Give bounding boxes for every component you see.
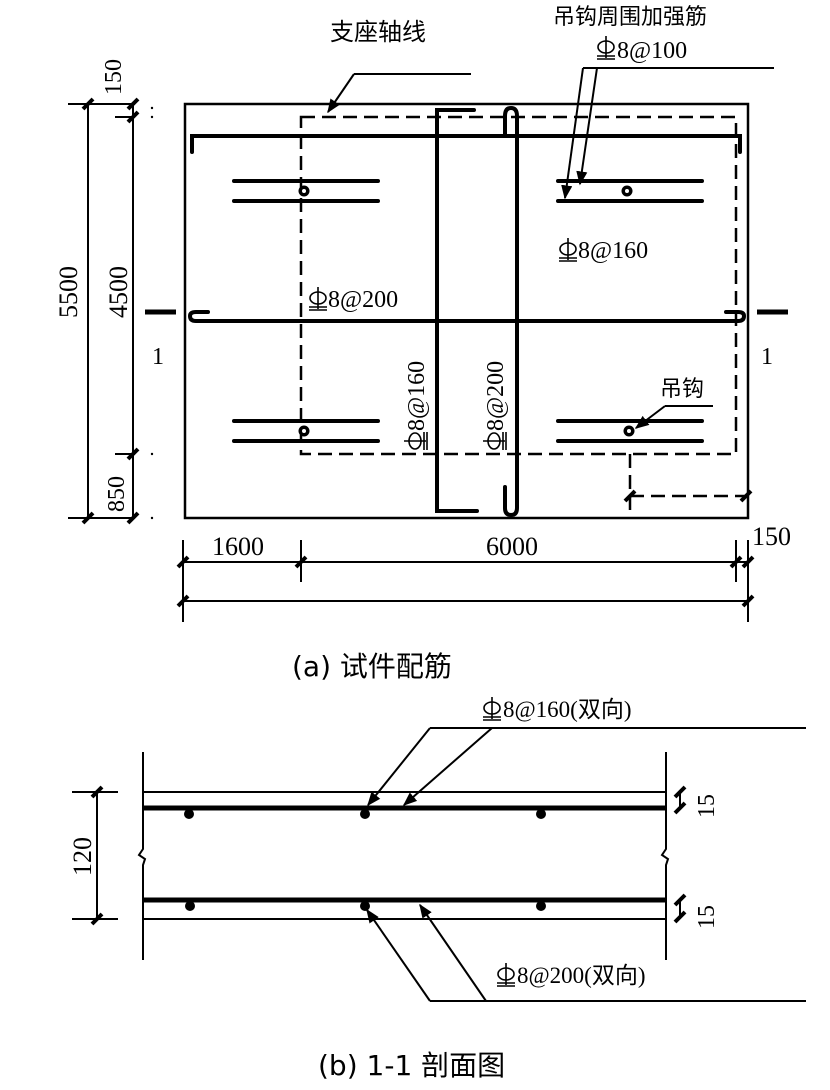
dim-top-cover: 15 <box>694 794 720 818</box>
rebar-top-x <box>190 134 742 154</box>
lifting-hook-label: 吊钩 <box>660 377 704 402</box>
support-axis-label: 支座轴线 <box>330 18 426 46</box>
bottom-leader-arrow-2 <box>419 903 487 1002</box>
top-rebar-dot <box>184 809 194 819</box>
label-bottom-bar-y: 8@200 <box>483 361 509 431</box>
hook-arrow-1 <box>561 67 584 200</box>
figure-a-caption: (a) 试件配筋 <box>292 650 452 683</box>
bottom-rebar-dot <box>185 901 195 911</box>
thickness-dimension <box>72 785 118 926</box>
hook-group-top-left <box>232 179 380 203</box>
dim-overall-height: 5500 <box>54 266 83 318</box>
top-leader-arrow-1 <box>367 727 431 807</box>
hook-reinforcement-spec: 8@100 <box>617 38 687 64</box>
figure-b-section: 8@160(双向) 8@200(双向) 120 15 <box>68 696 806 1082</box>
section-label-left: 1 <box>152 344 164 370</box>
rebar-top-y <box>435 108 479 513</box>
figure-a-plan: 1 1 支座轴线 吊钩周围加强筋 8@100 8@160 8@200 8@160… <box>54 5 791 683</box>
section-label-right: 1 <box>761 344 773 370</box>
rebar-bottom-x <box>187 310 747 323</box>
hook-group-top-right <box>556 179 704 203</box>
hook-reinforcement-title: 吊钩周围加强筋 <box>553 5 707 30</box>
cover-dimension-top <box>673 785 687 815</box>
rebar-grade-icon <box>596 35 616 60</box>
horizontal-dimensions <box>176 540 755 622</box>
cover-dimension-bottom <box>673 893 687 924</box>
top-leader-arrow-2 <box>402 727 493 806</box>
section-break-right <box>660 752 670 960</box>
bottom-rebar-dot <box>360 901 370 911</box>
hook-arrow-2 <box>576 67 598 186</box>
hook-group-bottom-right <box>556 419 704 443</box>
slab-outline <box>183 102 750 520</box>
dim-left-offset: 1600 <box>212 532 264 561</box>
bottom-leader-arrow-1 <box>366 908 431 1002</box>
label-top-bar-x: 8@160 <box>578 238 648 264</box>
top-rebar-dot <box>536 809 546 819</box>
support-axis-arrow <box>327 73 355 114</box>
lifting-hook-arrow <box>634 405 666 429</box>
bottom-rebar-dot <box>536 901 546 911</box>
top-rebar-label: 8@160(双向) <box>503 697 632 722</box>
dim-bottom-offset: 850 <box>104 476 130 512</box>
bottom-rebar-label: 8@200(双向) <box>517 963 646 988</box>
dim-top-offset: 150 <box>101 59 127 95</box>
dim-bottom-cover: 15 <box>694 905 720 929</box>
dim-span-width: 6000 <box>486 532 538 561</box>
figure-b-caption: (b) 1-1 剖面图 <box>318 1049 505 1082</box>
section-break-left <box>137 752 147 960</box>
dim-span-height: 4500 <box>104 266 133 318</box>
dim-right-offset: 150 <box>752 522 791 551</box>
vertical-dimensions <box>68 97 154 525</box>
corner-support-dashed <box>623 454 753 518</box>
top-rebar-dot <box>360 809 370 819</box>
rebar-bottom-y <box>503 105 519 518</box>
dim-thickness: 120 <box>68 837 97 876</box>
hook-group-bottom-left <box>232 419 380 443</box>
label-top-bar-y: 8@160 <box>404 361 430 431</box>
label-bottom-bar-x: 8@200 <box>328 287 398 313</box>
